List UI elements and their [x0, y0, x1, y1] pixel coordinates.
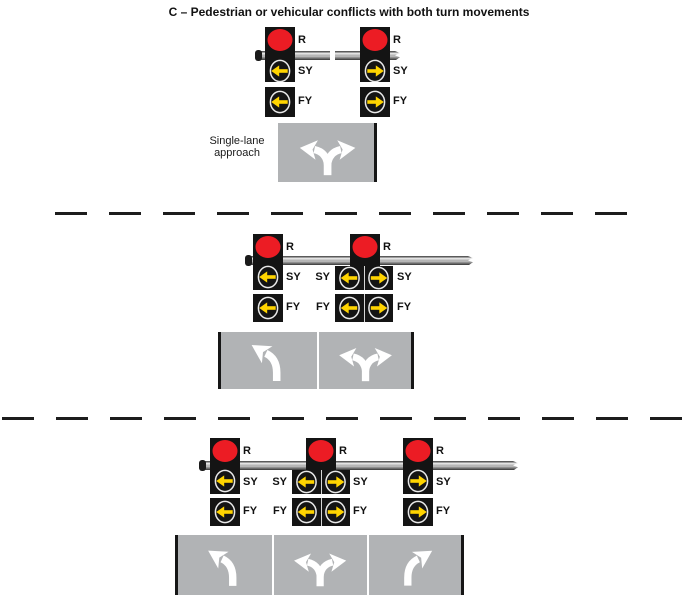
- label-r: R: [243, 445, 251, 457]
- label-sy: SY: [353, 476, 368, 488]
- label-fy: FY: [353, 505, 368, 517]
- pipe-end-cap-icon: [199, 460, 206, 471]
- lane-arrow-left-icon: [208, 550, 233, 585]
- flashing-yellow-right-arrow-icon: [408, 501, 427, 522]
- sign-edge-line: [461, 535, 464, 595]
- signal-head-dual-red-section: [306, 438, 336, 470]
- steady-yellow-right-arrow-icon: [369, 267, 388, 288]
- sign-edge-line: [218, 332, 221, 389]
- red-lens-icon: [308, 440, 334, 462]
- label-fy: FY: [393, 95, 408, 107]
- red-lens-icon: [255, 236, 281, 258]
- label-sy: SY: [397, 271, 412, 283]
- label-sy: SY: [243, 476, 258, 488]
- single-lane-approach-caption: Single-lane approach: [209, 135, 265, 160]
- sign-edge-line: [374, 123, 377, 182]
- label-fy: FY: [298, 95, 313, 107]
- signal-head-right-turn-fy: [360, 87, 390, 117]
- signal-head-left-turn: [253, 234, 283, 290]
- lane-arrow-left-or-right-icon: [294, 553, 346, 586]
- signal-head-left-turn-fy: [265, 87, 295, 117]
- steady-yellow-right-arrow-icon: [365, 60, 384, 81]
- lane-sign-left-or-right: [319, 332, 413, 389]
- mast-arm-pipe: [201, 461, 518, 470]
- label-sy: SY: [272, 476, 287, 488]
- label-fy: FY: [397, 301, 412, 313]
- label-r: R: [383, 241, 391, 253]
- lane-sign-left-or-right: [274, 535, 367, 595]
- red-lens-icon: [405, 440, 431, 462]
- head-section-divider: [321, 498, 322, 526]
- label-r: R: [436, 445, 444, 457]
- label-sy: SY: [315, 271, 330, 283]
- signal-head-left-turn: [210, 438, 240, 494]
- label-r: R: [298, 34, 306, 46]
- signal-head-left-turn-fy: [210, 498, 240, 526]
- label-sy: SY: [298, 65, 313, 77]
- lane-sign-right-turn: [369, 535, 463, 595]
- label-fy: FY: [272, 505, 287, 517]
- label-sy: SY: [286, 271, 301, 283]
- red-lens-icon: [267, 29, 293, 51]
- steady-yellow-left-arrow-icon: [257, 265, 279, 289]
- lane-sign-left-or-right: [278, 123, 377, 182]
- sign-edge-line: [175, 535, 178, 595]
- red-lens-icon: [212, 440, 238, 462]
- steady-yellow-right-arrow-icon: [326, 471, 345, 492]
- lane-divider-dashed-line: [2, 417, 696, 420]
- steady-yellow-left-arrow-icon: [214, 469, 236, 493]
- label-fy: FY: [315, 301, 330, 313]
- flashing-yellow-left-arrow-icon: [339, 296, 360, 320]
- label-r: R: [339, 445, 347, 457]
- steady-yellow-left-arrow-icon: [339, 266, 360, 290]
- flashing-yellow-right-arrow-icon: [369, 297, 388, 318]
- signal-head-left-turn: [265, 27, 295, 83]
- lane-sign-left-turn: [177, 535, 272, 595]
- signal-head-right-turn-fy: [403, 498, 433, 526]
- pipe-end-cap-icon: [245, 255, 252, 266]
- label-fy: FY: [436, 505, 451, 517]
- lane-sign-left-turn: [220, 332, 317, 389]
- label-sy: SY: [393, 65, 408, 77]
- lane-arrow-left-icon: [251, 345, 276, 381]
- sign-edge-line: [411, 332, 414, 389]
- steady-yellow-left-arrow-icon: [296, 470, 317, 494]
- lane-divider-dashed-line: [55, 212, 645, 215]
- steady-yellow-right-arrow-icon: [408, 470, 427, 491]
- signal-head-dual-red-section: [350, 234, 380, 266]
- steady-yellow-left-arrow-icon: [269, 59, 291, 83]
- flashing-yellow-left-arrow-icon: [214, 500, 236, 524]
- diagram-title: C – Pedestrian or vehicular conflicts wi…: [168, 5, 530, 19]
- flashing-yellow-left-arrow-icon: [269, 90, 291, 114]
- head-section-divider: [364, 294, 365, 322]
- label-r: R: [393, 34, 401, 46]
- lane-arrow-left-or-right-icon: [340, 348, 393, 381]
- label-r: R: [286, 241, 294, 253]
- flashing-yellow-left-arrow-icon: [296, 500, 317, 524]
- signal-head-right-turn: [360, 27, 390, 82]
- red-lens-icon: [362, 29, 388, 51]
- head-section-divider: [321, 470, 322, 494]
- signal-head-right-turn: [403, 438, 433, 494]
- lane-arrow-left-or-right-icon: [300, 140, 356, 175]
- lane-arrow-right-icon: [408, 550, 432, 585]
- red-lens-icon: [352, 236, 378, 258]
- flashing-yellow-right-arrow-icon: [365, 91, 384, 112]
- label-fy: FY: [243, 505, 258, 517]
- label-sy: SY: [436, 476, 451, 488]
- signal-head-left-turn-fy: [253, 294, 283, 322]
- flashing-yellow-left-arrow-icon: [257, 296, 279, 320]
- pipe-end-cap-icon: [255, 50, 262, 61]
- flashing-yellow-right-arrow-icon: [326, 501, 345, 522]
- head-section-divider: [364, 266, 365, 290]
- label-fy: FY: [286, 301, 301, 313]
